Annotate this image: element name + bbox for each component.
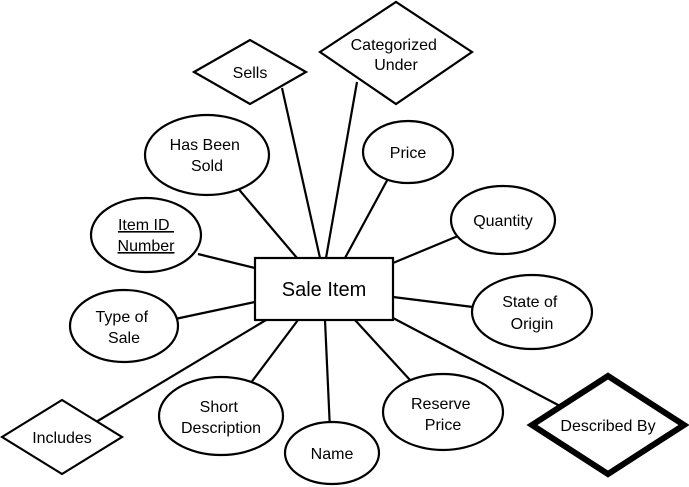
- entity-label: Sale Item: [282, 279, 366, 301]
- attribute-ellipse: [68, 288, 180, 364]
- attribute-short-description: Short Description: [157, 375, 285, 457]
- edge-item-id-number: [197, 252, 256, 270]
- attribute-state-of-origin: State of Origin: [470, 273, 594, 351]
- relationship-label: Includes: [32, 430, 92, 447]
- attribute-reserve-price: Reserve Price: [381, 372, 505, 452]
- attribute-quantity: Quantity: [449, 184, 557, 256]
- relationship-diamond: [191, 38, 309, 106]
- edge-has-been-sold: [235, 185, 298, 259]
- edge-quantity: [392, 234, 459, 265]
- key-attribute-label: Item ID Number: [118, 217, 176, 255]
- relationship-label: Sells: [233, 65, 268, 82]
- attribute-ellipse: [361, 119, 455, 185]
- attribute-label: Short Description: [181, 399, 261, 437]
- attribute-item-id-number: Item ID Number: [89, 196, 203, 274]
- identifying-relationship-diamond: [526, 372, 689, 478]
- edge-reserve-price: [354, 319, 411, 381]
- edge-price: [344, 174, 391, 259]
- attribute-ellipse: [449, 184, 557, 256]
- attribute-label: Price: [390, 145, 427, 162]
- attribute-label: Reserve Price: [411, 396, 475, 434]
- relationship-label: Described By: [560, 418, 655, 435]
- attribute-label: Type of Sale: [96, 309, 153, 347]
- edge-state-of-origin: [392, 295, 474, 309]
- attribute-ellipse: [157, 375, 285, 457]
- relationship-categorized-under: Categorized Under: [318, 0, 474, 106]
- edges: [95, 81, 561, 431]
- relationship-label: Categorized Under: [351, 37, 442, 74]
- edge-categorized-under: [324, 81, 359, 259]
- attribute-ellipse: [470, 273, 594, 351]
- entity-sale-item: Sale Item: [253, 256, 395, 322]
- edge-includes: [95, 319, 267, 423]
- relationship-sells: Sells: [191, 38, 309, 106]
- attribute-ellipse: [381, 372, 505, 452]
- relationship-diamond: [0, 398, 125, 476]
- attribute-ellipse: [143, 113, 271, 197]
- relationship-diamond: [318, 0, 474, 106]
- attribute-type-of-sale: Type of Sale: [68, 288, 180, 364]
- attribute-label: State of Origin: [502, 294, 562, 333]
- attribute-label: Has Been Sold: [170, 137, 245, 175]
- edge-type-of-sale: [174, 300, 256, 321]
- edge-short-description: [249, 319, 299, 385]
- attribute-name: Name: [283, 420, 381, 486]
- edge-sells: [280, 87, 322, 259]
- attribute-label: Quantity: [473, 213, 533, 230]
- relationship-includes: Includes: [0, 398, 125, 476]
- attribute-label: Name: [311, 446, 354, 463]
- edge-name: [323, 319, 332, 431]
- attribute-price: Price: [361, 119, 455, 185]
- attribute-ellipse: [89, 196, 203, 274]
- entity-rectangle: [253, 256, 395, 322]
- edge-described-by: [392, 317, 561, 407]
- relationship-described-by: Described By: [526, 372, 689, 478]
- attribute-ellipse: [283, 420, 381, 486]
- attribute-has-been-sold: Has Been Sold: [143, 113, 271, 197]
